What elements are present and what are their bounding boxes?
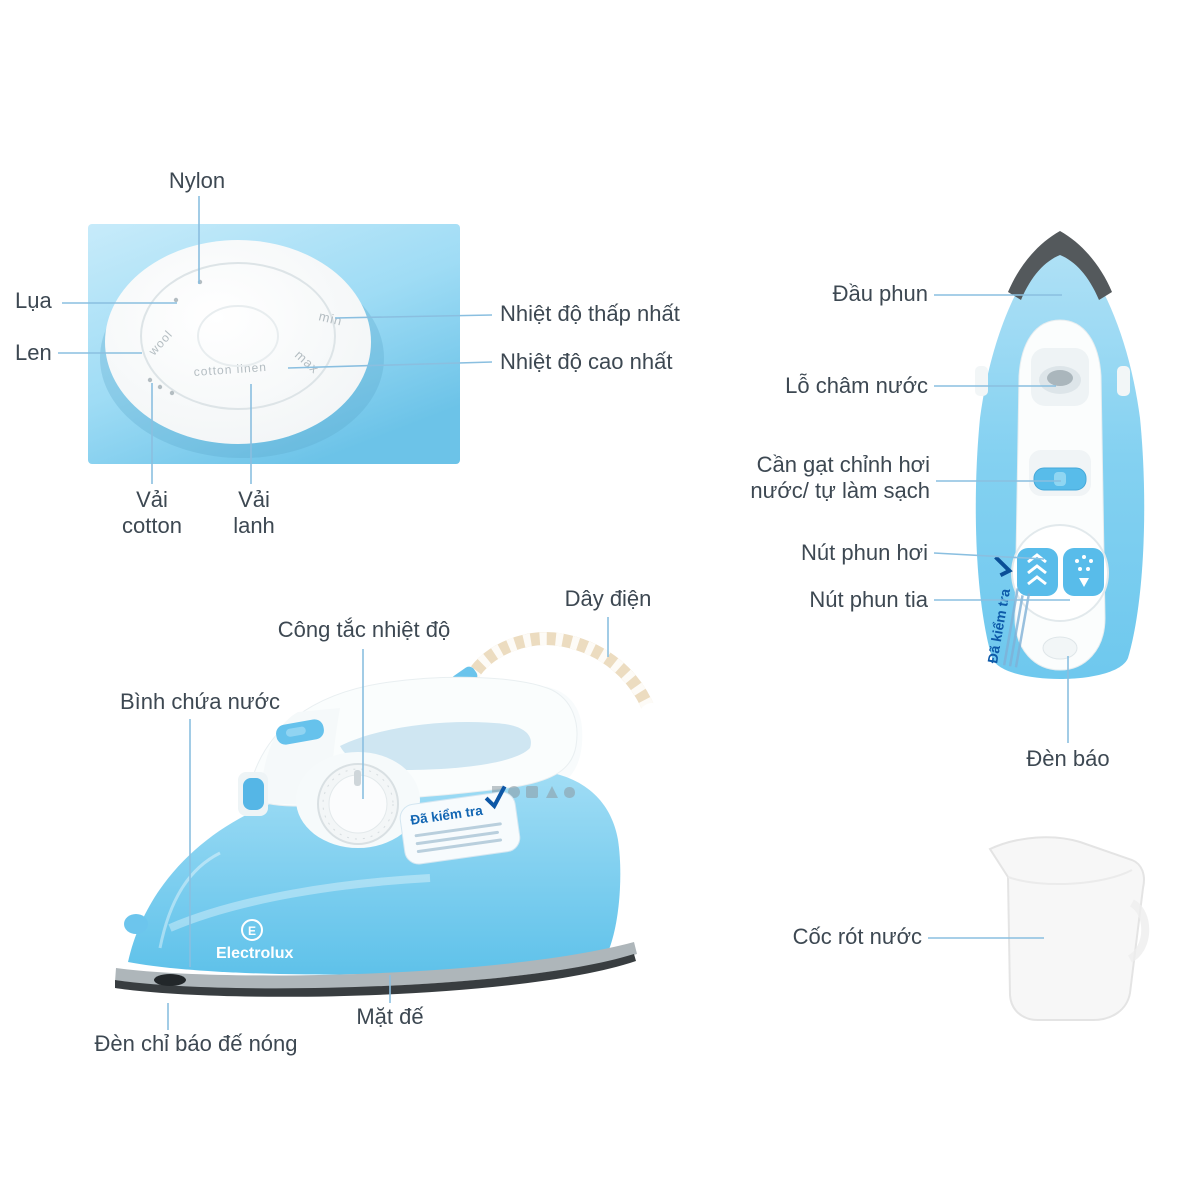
water-fill-hole bbox=[1031, 348, 1089, 406]
temperature-knob bbox=[296, 752, 420, 848]
label-power-cord: Dây điện bbox=[564, 586, 652, 611]
indicator-light bbox=[1042, 636, 1078, 660]
label-highest-temp: Nhiệt độ cao nhất bbox=[500, 349, 673, 374]
iron-top-view: Đã kiểm tra bbox=[945, 228, 1160, 706]
power-cord bbox=[451, 632, 665, 729]
water-cup-svg bbox=[988, 836, 1150, 1021]
soleplate-tip-edge bbox=[1008, 231, 1112, 300]
side-tab-left bbox=[975, 366, 988, 396]
label-soleplate: Mặt đế bbox=[356, 1004, 424, 1029]
dial-marking-min: min bbox=[317, 308, 344, 328]
steam-shot-button bbox=[1017, 548, 1058, 596]
label-cotton-fabric: Vải cotton bbox=[122, 487, 182, 539]
label-steam-lever: Cần gạt chỉnh hơi nước/ tự làm sạch bbox=[750, 452, 930, 504]
spray-jet-button bbox=[1063, 548, 1104, 596]
brand-wordmark: Electrolux bbox=[216, 945, 293, 962]
label-spray-button: Nút phun tia bbox=[809, 587, 928, 612]
certification-icons bbox=[492, 786, 575, 798]
label-water-tank: Bình chứa nước bbox=[119, 689, 281, 714]
label-temp-switch: Công tắc nhiệt độ bbox=[277, 617, 451, 642]
label-hot-soleplate-light: Đèn chỉ báo đế nóng bbox=[94, 1031, 298, 1056]
label-wool: Len bbox=[15, 340, 52, 365]
label-water-cup: Cốc rót nước bbox=[792, 924, 922, 949]
iron-top-view-svg: Đã kiểm tra bbox=[975, 231, 1145, 679]
cup-handle bbox=[1127, 899, 1150, 963]
tested-badge-side: Đã kiểm tra bbox=[399, 785, 521, 865]
tank-reflection bbox=[168, 874, 431, 932]
spray-trigger-button bbox=[276, 719, 324, 745]
label-steam-button: Nút phun hơi bbox=[801, 540, 928, 565]
dial-photo: min max cotton linen wool bbox=[88, 224, 460, 464]
steam-self-clean-lever bbox=[1029, 450, 1091, 496]
water-level-line bbox=[158, 851, 221, 949]
label-indicator-light: Đèn báo bbox=[1026, 746, 1110, 771]
water-cup-image bbox=[980, 833, 1155, 1028]
label-lowest-temp: Nhiệt độ thấp nhất bbox=[500, 301, 680, 326]
soleplate-edge bbox=[115, 954, 636, 997]
iron-side-view: Đã kiểm tra E Electrolux bbox=[100, 628, 680, 1040]
label-nylon: Nylon bbox=[168, 168, 226, 193]
dial-photo-svg: min max cotton linen wool bbox=[88, 224, 460, 464]
cup-body bbox=[988, 836, 1145, 1021]
label-spray-nozzle: Đầu phun bbox=[832, 281, 928, 306]
label-fill-hole: Lỗ châm nước bbox=[785, 373, 928, 398]
temperature-dial: min max cotton linen wool bbox=[105, 240, 371, 444]
label-silk: Lụa bbox=[15, 288, 52, 313]
side-tab-right bbox=[1117, 366, 1130, 396]
label-linen-fabric: Vải lanh bbox=[233, 487, 275, 539]
hot-soleplate-indicator-light bbox=[154, 974, 186, 986]
front-slider bbox=[243, 778, 264, 810]
cup-rim bbox=[1007, 869, 1133, 886]
soleplate-band bbox=[115, 942, 637, 989]
iron-side-view-svg: Đã kiểm tra E Electrolux bbox=[115, 632, 665, 997]
front-nub bbox=[124, 914, 148, 934]
dial-center-ring bbox=[197, 305, 279, 367]
spray-icon bbox=[1075, 555, 1093, 587]
brand-logo: E Electrolux bbox=[216, 919, 293, 962]
brand-emblem: E bbox=[248, 924, 256, 938]
